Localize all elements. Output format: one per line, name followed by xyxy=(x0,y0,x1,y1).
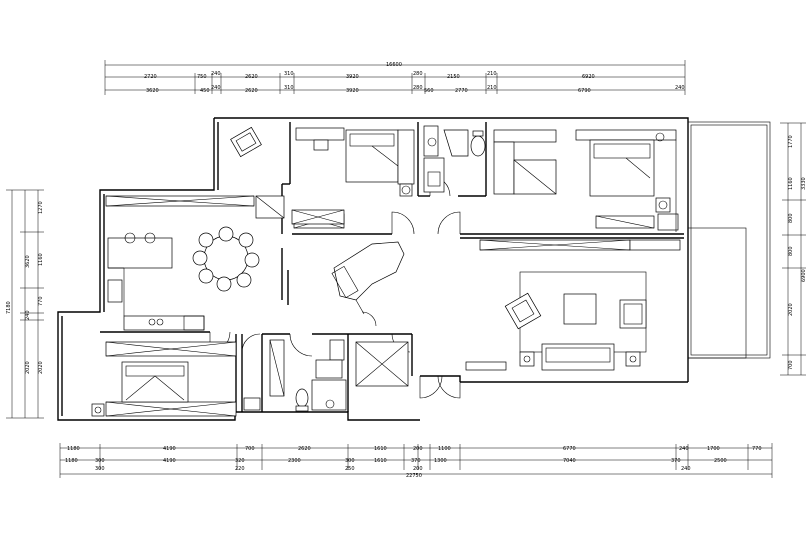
svg-text:1770: 1770 xyxy=(788,135,794,148)
svg-text:370: 370 xyxy=(671,458,681,464)
svg-text:800: 800 xyxy=(788,246,794,256)
bottom-dimension-row3: 300 220 250 200 240 xyxy=(95,466,691,472)
top-dimension-row1: 2720 750 240 2620 310 3920 280 2150 210 … xyxy=(144,71,595,80)
svg-text:1300: 1300 xyxy=(434,458,447,464)
right-dimension-text: 1770 1160 3330 800 800 2020 700 6900 xyxy=(788,135,807,370)
svg-text:1700: 1700 xyxy=(707,446,720,452)
svg-text:240: 240 xyxy=(679,446,689,452)
svg-text:1270: 1270 xyxy=(38,201,44,214)
interior-walls xyxy=(100,122,684,412)
svg-text:240: 240 xyxy=(211,85,221,91)
svg-text:240: 240 xyxy=(675,85,685,91)
bottom-dimension-row2: 1180 300 4190 320 2300 300 1610 370 1300… xyxy=(65,458,727,464)
svg-text:1610: 1610 xyxy=(374,446,387,452)
svg-text:2150: 2150 xyxy=(447,74,460,80)
svg-text:6920: 6920 xyxy=(582,74,595,80)
left-dimension-lines xyxy=(6,189,44,419)
svg-text:2620: 2620 xyxy=(298,446,311,452)
svg-text:1180: 1180 xyxy=(67,446,80,452)
svg-text:280: 280 xyxy=(413,85,423,91)
svg-text:220: 220 xyxy=(235,466,245,472)
dining-set xyxy=(192,226,260,292)
svg-text:770: 770 xyxy=(752,446,762,452)
svg-text:3330: 3330 xyxy=(801,177,807,190)
svg-text:300: 300 xyxy=(345,458,355,464)
svg-text:1160: 1160 xyxy=(788,177,794,190)
svg-text:3920: 3920 xyxy=(346,74,359,80)
study-room xyxy=(230,126,285,219)
master-bedroom xyxy=(493,129,679,232)
svg-text:2620: 2620 xyxy=(245,88,258,94)
bathroom-top xyxy=(423,125,486,193)
bottom-total-dimension: 22750 xyxy=(406,473,422,479)
living-room xyxy=(465,271,647,371)
svg-text:7180: 7180 xyxy=(6,301,12,314)
bathroom-bottom xyxy=(243,339,347,412)
bottom-dimension-lines xyxy=(59,443,773,478)
svg-text:1610: 1610 xyxy=(374,458,387,464)
piano xyxy=(331,241,405,315)
svg-text:700: 700 xyxy=(245,446,255,452)
svg-text:1180: 1180 xyxy=(65,458,78,464)
svg-text:210: 210 xyxy=(487,71,497,77)
svg-text:2500: 2500 xyxy=(714,458,727,464)
svg-text:240: 240 xyxy=(25,310,31,320)
svg-text:200: 200 xyxy=(413,466,423,472)
svg-text:450: 450 xyxy=(200,88,210,94)
svg-text:200: 200 xyxy=(413,446,423,452)
bottom-dimension-row1: 1180 4190 700 2620 1610 200 1100 6770 24… xyxy=(67,446,762,452)
svg-text:300: 300 xyxy=(95,458,105,464)
kitchen xyxy=(107,232,205,331)
svg-text:280: 280 xyxy=(413,71,423,77)
bedroom-2 xyxy=(293,127,415,229)
cabinets xyxy=(105,195,681,417)
bedroom-3 xyxy=(91,361,189,417)
svg-text:250: 250 xyxy=(345,466,355,472)
top-total-dimension: 16600 xyxy=(386,62,402,68)
svg-text:3620: 3620 xyxy=(25,255,31,268)
top-dimension-lines xyxy=(104,60,686,95)
balcony xyxy=(687,121,771,359)
svg-text:1100: 1100 xyxy=(438,446,451,452)
svg-text:6790: 6790 xyxy=(578,88,591,94)
svg-text:2300: 2300 xyxy=(288,458,301,464)
svg-text:240: 240 xyxy=(211,71,221,77)
svg-text:2770: 2770 xyxy=(455,88,468,94)
svg-text:6770: 6770 xyxy=(563,446,576,452)
svg-text:3620: 3620 xyxy=(146,88,159,94)
svg-text:310: 310 xyxy=(284,71,294,77)
svg-text:2620: 2620 xyxy=(245,74,258,80)
svg-text:2020: 2020 xyxy=(788,303,794,316)
svg-text:370: 370 xyxy=(411,458,421,464)
svg-text:2020: 2020 xyxy=(38,361,44,374)
svg-text:4190: 4190 xyxy=(163,458,176,464)
svg-text:320: 320 xyxy=(235,458,245,464)
svg-text:560: 560 xyxy=(424,88,434,94)
svg-text:300: 300 xyxy=(95,466,105,472)
svg-text:2720: 2720 xyxy=(144,74,157,80)
left-dimension-text: 1270 3620 1160 770 7180 240 2020 2020 xyxy=(6,201,44,374)
svg-text:750: 750 xyxy=(197,74,207,80)
svg-text:1160: 1160 xyxy=(38,253,44,266)
svg-text:4190: 4190 xyxy=(163,446,176,452)
svg-text:240: 240 xyxy=(681,466,691,472)
svg-text:2020: 2020 xyxy=(25,361,31,374)
svg-text:7040: 7040 xyxy=(563,458,576,464)
svg-text:770: 770 xyxy=(38,296,44,306)
top-dimension-row2: 3620 450 240 2620 310 3920 280 560 2770 … xyxy=(146,85,685,94)
svg-text:700: 700 xyxy=(788,360,794,370)
svg-text:3920: 3920 xyxy=(346,88,359,94)
right-dimension-lines xyxy=(780,122,806,376)
svg-text:6900: 6900 xyxy=(801,269,807,282)
svg-text:800: 800 xyxy=(788,213,794,223)
svg-text:210: 210 xyxy=(487,85,497,91)
svg-text:310: 310 xyxy=(284,85,294,91)
